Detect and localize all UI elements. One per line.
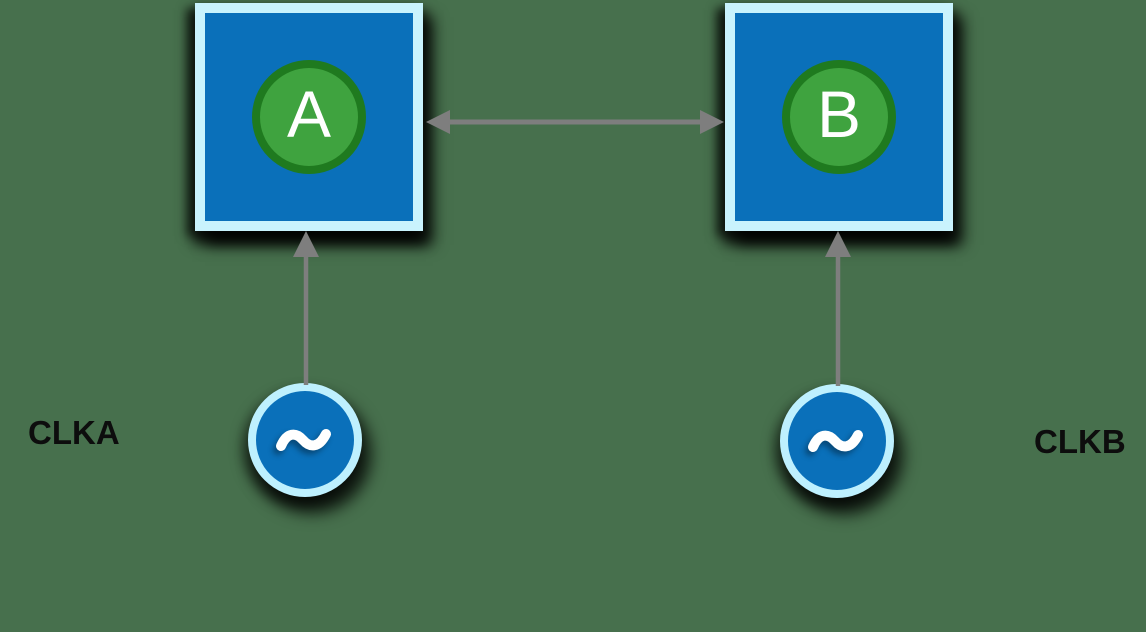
clka-label: CLKA (28, 414, 120, 451)
clock-b-node (780, 384, 894, 498)
module-a-badge: A (252, 60, 366, 174)
module-b-box: B (725, 3, 953, 231)
sine-wave-icon (276, 429, 331, 451)
bidirectional-arrow-a-b (426, 110, 724, 134)
module-a-label: A (286, 77, 332, 151)
clkb-arrow (825, 231, 851, 386)
arrowhead-right-icon (700, 110, 724, 134)
clka-arrow (293, 231, 319, 385)
arrowhead-up-icon (293, 231, 319, 257)
module-a-box: A (195, 3, 423, 231)
clock-a-node (248, 383, 362, 497)
clkb-label: CLKB (1034, 423, 1126, 460)
sine-wave-icon (808, 430, 863, 452)
arrowhead-up-icon (825, 231, 851, 257)
arrowhead-left-icon (426, 110, 450, 134)
module-b-label: B (816, 77, 862, 151)
module-b-badge: B (782, 60, 896, 174)
